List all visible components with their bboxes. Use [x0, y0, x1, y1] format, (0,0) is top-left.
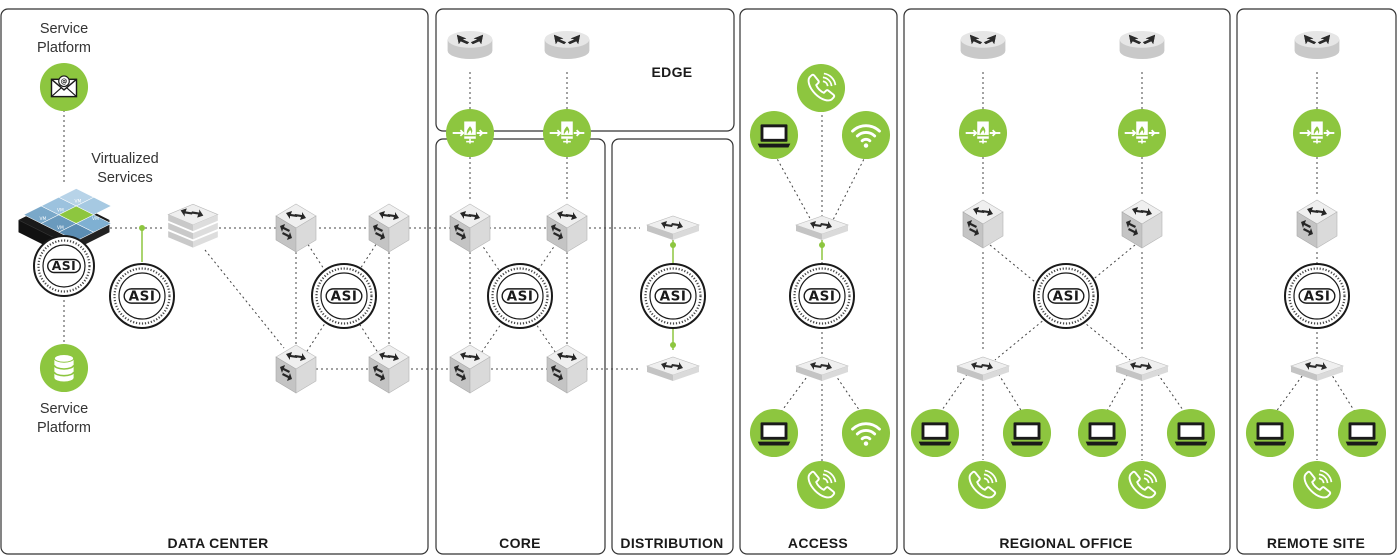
asi-logo-text: ASI — [52, 259, 77, 273]
asi-badges: ASI ASI ASI ASI ASI ASI ASI ASI — [33, 235, 1350, 329]
switch-icon — [646, 356, 700, 382]
switch-icon — [956, 356, 1010, 382]
monitoring-dots — [139, 225, 825, 348]
frame-distribution — [611, 138, 734, 555]
zone-label-remote-site: REMOTE SITE — [1267, 535, 1365, 551]
bottom-platform-line-2: Platform — [37, 420, 91, 436]
core-switch-icon — [449, 203, 491, 253]
zone-label-data-center: DATA CENTER — [167, 535, 268, 551]
firewall-icon — [1117, 108, 1167, 158]
asi-badge: ASI — [311, 263, 377, 329]
computer-icon — [1337, 408, 1387, 458]
core-switch-icon — [368, 203, 410, 253]
frame-data-center — [0, 8, 429, 555]
asi-logo-text: ASI — [1053, 288, 1080, 304]
frame-core — [435, 138, 606, 555]
wifi-icon — [841, 110, 891, 160]
phone-icon — [957, 460, 1007, 510]
frame-regional-office — [903, 8, 1231, 555]
asi-badge: ASI — [789, 263, 855, 329]
computer-icon — [1077, 408, 1127, 458]
bottom-platform-line-1: Service — [40, 401, 88, 417]
router-icon — [1294, 31, 1340, 59]
core-switch-icon — [962, 199, 1004, 249]
computer-icon — [1245, 408, 1295, 458]
wifi-icon — [841, 408, 891, 458]
computer-icon — [1002, 408, 1052, 458]
core-switch-icon — [546, 203, 588, 253]
switch-icon — [795, 215, 849, 241]
phone-icon — [1292, 460, 1342, 510]
asi-logo-text: ASI — [809, 288, 836, 304]
asi-badge: ASI — [109, 263, 175, 329]
routers — [447, 31, 1340, 59]
asi-logo-text: ASI — [507, 288, 534, 304]
asi-badge: ASI — [487, 263, 553, 329]
switch-icon — [795, 356, 849, 382]
asi-logo-text: ASI — [129, 288, 156, 304]
asi-logo-text: ASI — [331, 288, 358, 304]
frame-remote-site — [1236, 8, 1397, 555]
zone-label-access: ACCESS — [788, 535, 848, 551]
asi-badge: ASI — [1284, 263, 1350, 329]
zone-label-distribution: DISTRIBUTION — [620, 535, 723, 551]
virtualized-line-2: Services — [97, 170, 153, 186]
switch-icon — [646, 215, 700, 241]
core-switch-icon — [1121, 199, 1163, 249]
firewalls — [445, 108, 1342, 158]
computer-icon — [749, 110, 799, 160]
asi-badge: ASI — [33, 235, 95, 297]
switch-icon — [1290, 356, 1344, 382]
top-platform-line-2: Platform — [37, 40, 91, 56]
core-switch-icon — [1296, 199, 1338, 249]
zone-labels: DATA CENTER EDGE CORE DISTRIBUTION ACCES… — [167, 64, 1365, 551]
core-switch-icon — [275, 203, 317, 253]
email-icon — [39, 62, 89, 112]
router-icon — [960, 31, 1006, 59]
switch-icon — [1115, 356, 1169, 382]
router-icon — [1119, 31, 1165, 59]
asi-badge: ASI — [640, 263, 706, 329]
computer-icon — [910, 408, 960, 458]
asi-badge: ASI — [1033, 263, 1099, 329]
core-switch-icon — [546, 344, 588, 394]
computer-icon — [749, 408, 799, 458]
firewall-icon — [1292, 108, 1342, 158]
zone-label-core: CORE — [499, 535, 541, 551]
core-switch-icon — [275, 344, 317, 394]
zone-frames — [0, 8, 1397, 555]
core-switch-icon — [449, 344, 491, 394]
computer-icon — [1166, 408, 1216, 458]
phone-icon — [796, 460, 846, 510]
stacked-appliance-icon — [167, 203, 219, 249]
router-icon — [447, 31, 493, 59]
asi-logo-text: ASI — [660, 288, 687, 304]
phone-icon — [1117, 460, 1167, 510]
firewall-icon — [542, 108, 592, 158]
firewall-icon — [445, 108, 495, 158]
zone-label-regional-office: REGIONAL OFFICE — [999, 535, 1132, 551]
frame-access — [739, 8, 898, 555]
router-icon — [544, 31, 590, 59]
core-switch-icon — [368, 344, 410, 394]
phone-icon — [796, 63, 846, 113]
zone-label-edge: EDGE — [652, 64, 693, 80]
service-labels: Service Platform Virtualized Services Se… — [37, 21, 159, 436]
top-platform-line-1: Service — [40, 21, 88, 37]
asi-logo-text: ASI — [1304, 288, 1331, 304]
database-icon — [39, 343, 89, 393]
firewall-icon — [958, 108, 1008, 158]
virtualized-line-1: Virtualized — [91, 151, 158, 167]
monitoring-links — [141, 228, 823, 350]
